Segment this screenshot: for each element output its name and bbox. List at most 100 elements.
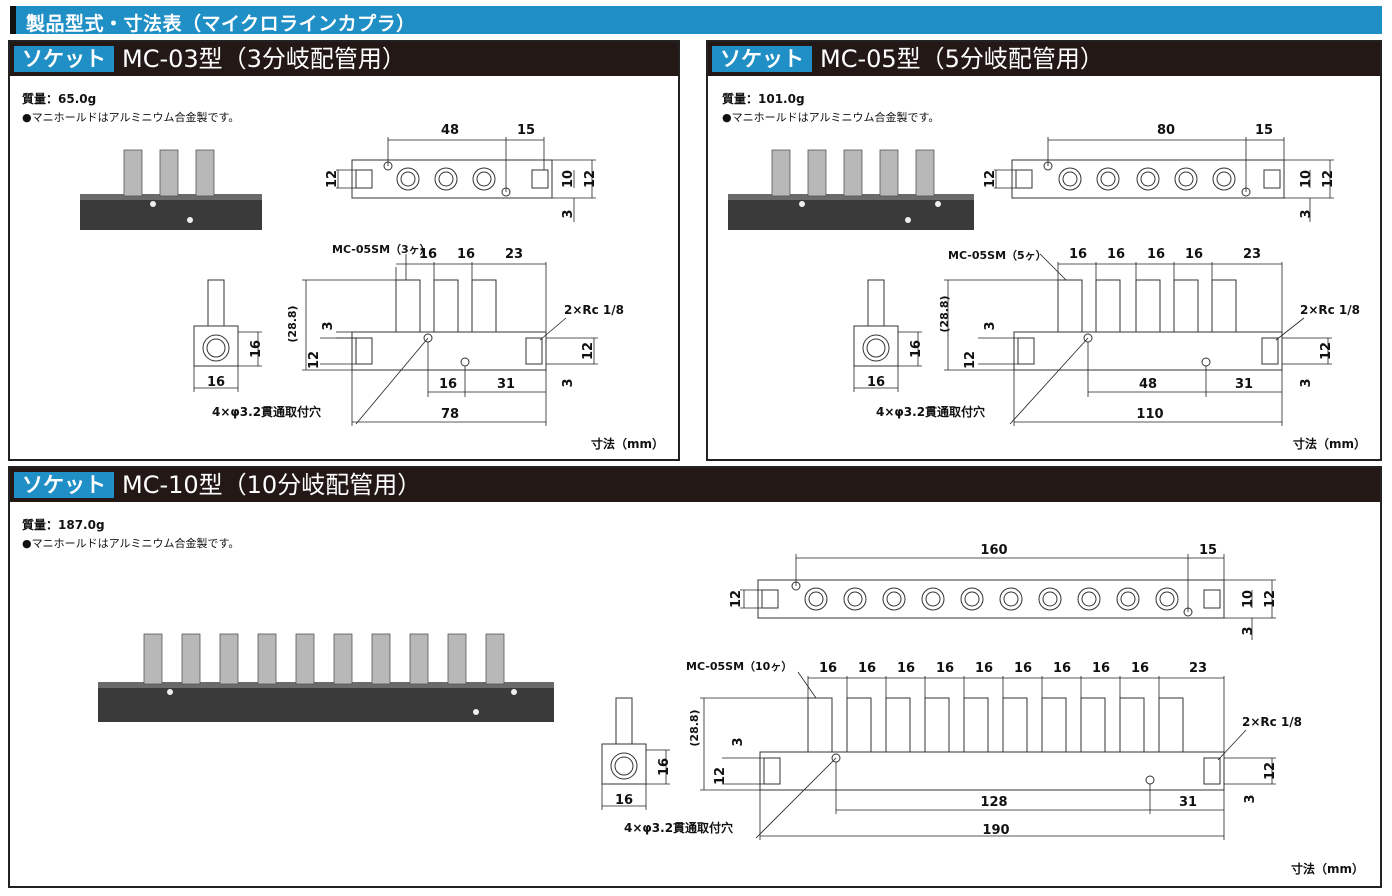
dim-height: (28.8) <box>286 305 299 342</box>
dim-b48: 48 <box>1139 377 1157 392</box>
dim-b31: 31 <box>1235 377 1253 392</box>
port-label: 2×Rc 1/8 <box>1242 715 1302 729</box>
dim-b31: 31 <box>1179 795 1197 810</box>
mc10-drawing: 160 15 12 10 12 3 16 16 <box>98 543 1302 840</box>
dim-total: 110 <box>1136 407 1163 422</box>
dim-h3: 3 <box>561 209 576 218</box>
dim-v12: 12 <box>963 351 978 369</box>
socket-label: MC-05SM（3ヶ） <box>332 243 431 256</box>
top-view <box>336 137 596 222</box>
end-view <box>601 697 670 810</box>
dim-h12b: 12 <box>583 170 598 188</box>
dim-b31: 31 <box>497 377 515 392</box>
dim-p-3: 16 <box>1147 247 1165 262</box>
dim-side16b: 16 <box>207 375 225 390</box>
dim-end: 15 <box>1255 123 1273 138</box>
dim-v3: 3 <box>731 737 746 746</box>
model-title: MC-05型（5分岐配管用） <box>820 45 1104 73</box>
port-label: 2×Rc 1/8 <box>564 303 624 317</box>
model-title: MC-10型（10分岐配管用） <box>122 471 422 499</box>
hole-label: 4×φ3.2貫通取付穴 <box>212 404 321 419</box>
end-view <box>193 279 262 392</box>
header-mark <box>10 6 16 34</box>
dim-p-6: 16 <box>1014 661 1032 676</box>
mc03-drawing: 48 15 12 10 12 3 16 16 <box>80 123 624 426</box>
dim-side16a: 16 <box>249 340 264 358</box>
dim-side16b: 16 <box>867 375 885 390</box>
material-note: ●マニホールドはアルミニウム合金製です。 <box>722 111 940 124</box>
dim-h10: 10 <box>1241 590 1256 608</box>
socket-label: MC-05SM（10ヶ） <box>686 660 792 673</box>
top-view <box>994 137 1334 222</box>
dim-h10: 10 <box>561 170 576 188</box>
panel-mc10: ソケット MC-10型（10分岐配管用） 質量：187.0g ●マニホールドはア… <box>8 466 1382 888</box>
dim-pitch: 48 <box>441 123 459 138</box>
dim-h12a: 12 <box>729 590 744 608</box>
dim-height: (28.8) <box>688 709 701 746</box>
dim-end: 15 <box>517 123 535 138</box>
dim-total: 78 <box>441 407 459 422</box>
dim-side16b: 16 <box>615 793 633 808</box>
dim-p-2: 16 <box>858 661 876 676</box>
product-photo <box>80 149 262 230</box>
hole-label: 4×φ3.2貫通取付穴 <box>876 404 985 419</box>
socket-label: MC-05SM（5ヶ） <box>948 249 1047 262</box>
socket-badge: ソケット <box>712 46 812 72</box>
dim-p-end: 23 <box>1189 661 1207 676</box>
dim-r12: 12 <box>1263 762 1278 780</box>
dim-h3: 3 <box>1299 209 1314 218</box>
dim-p-7: 16 <box>1053 661 1071 676</box>
dim-p2: 16 <box>457 247 475 262</box>
top-view <box>740 554 1276 640</box>
unit-label: 寸法（mm） <box>1290 862 1364 876</box>
dim-h12a: 12 <box>983 170 998 188</box>
dim-p-9: 16 <box>1131 661 1149 676</box>
dim-r3: 3 <box>1243 794 1258 803</box>
dim-p-5: 16 <box>975 661 993 676</box>
material-note: ●マニホールドはアルミニウム合金製です。 <box>22 537 240 550</box>
mc05-drawing: 80 15 12 10 12 3 16 16 <box>728 123 1360 426</box>
dim-v12: 12 <box>307 351 322 369</box>
dim-h12b: 12 <box>1263 590 1278 608</box>
dim-v12: 12 <box>713 767 728 785</box>
mass-label: 質量：65.0g <box>22 92 97 106</box>
dim-p-4: 16 <box>936 661 954 676</box>
section-header: 製品型式・寸法表（マイクロラインカプラ） <box>10 6 1382 35</box>
front-view <box>700 671 1276 840</box>
dim-r12: 12 <box>581 342 596 360</box>
dim-p-4: 16 <box>1185 247 1203 262</box>
dim-r12: 12 <box>1319 342 1334 360</box>
dim-r3: 3 <box>561 378 576 387</box>
front-view <box>944 253 1332 426</box>
panel-mc03: ソケット MC-03型（3分岐配管用） 質量：65.0g ●マニホールドはアルミ… <box>8 40 680 461</box>
end-view <box>853 279 922 392</box>
product-photo <box>728 149 974 230</box>
mass-label: 質量：187.0g <box>22 518 105 532</box>
dim-h12a: 12 <box>325 170 340 188</box>
dim-p-1: 16 <box>819 661 837 676</box>
dim-total: 190 <box>982 823 1009 838</box>
dim-p-2: 16 <box>1107 247 1125 262</box>
dim-side16a: 16 <box>909 340 924 358</box>
dim-p-1: 16 <box>1069 247 1087 262</box>
dim-b128: 128 <box>980 795 1007 810</box>
dim-v3: 3 <box>321 321 336 330</box>
dim-p-3: 16 <box>897 661 915 676</box>
dim-height: (28.8) <box>938 295 951 332</box>
dim-h12b: 12 <box>1321 170 1336 188</box>
dim-end: 15 <box>1199 543 1217 558</box>
model-title: MC-03型（3分岐配管用） <box>122 45 406 73</box>
port-label: 2×Rc 1/8 <box>1300 303 1360 317</box>
dim-b16: 16 <box>439 377 457 392</box>
dim-h3: 3 <box>1241 626 1256 635</box>
product-photo <box>98 633 554 722</box>
dim-v3: 3 <box>983 321 998 330</box>
panel-title-bar: ソケット MC-10型（10分岐配管用） <box>10 468 1380 502</box>
dim-p3: 23 <box>505 247 523 262</box>
material-note: ●マニホールドはアルミニウム合金製です。 <box>22 111 240 124</box>
unit-label: 寸法（mm） <box>590 437 664 451</box>
dim-pitch: 160 <box>980 543 1007 558</box>
hole-label: 4×φ3.2貫通取付穴 <box>624 820 733 835</box>
dim-p1: 16 <box>419 247 437 262</box>
mass-label: 質量：101.0g <box>722 92 805 106</box>
